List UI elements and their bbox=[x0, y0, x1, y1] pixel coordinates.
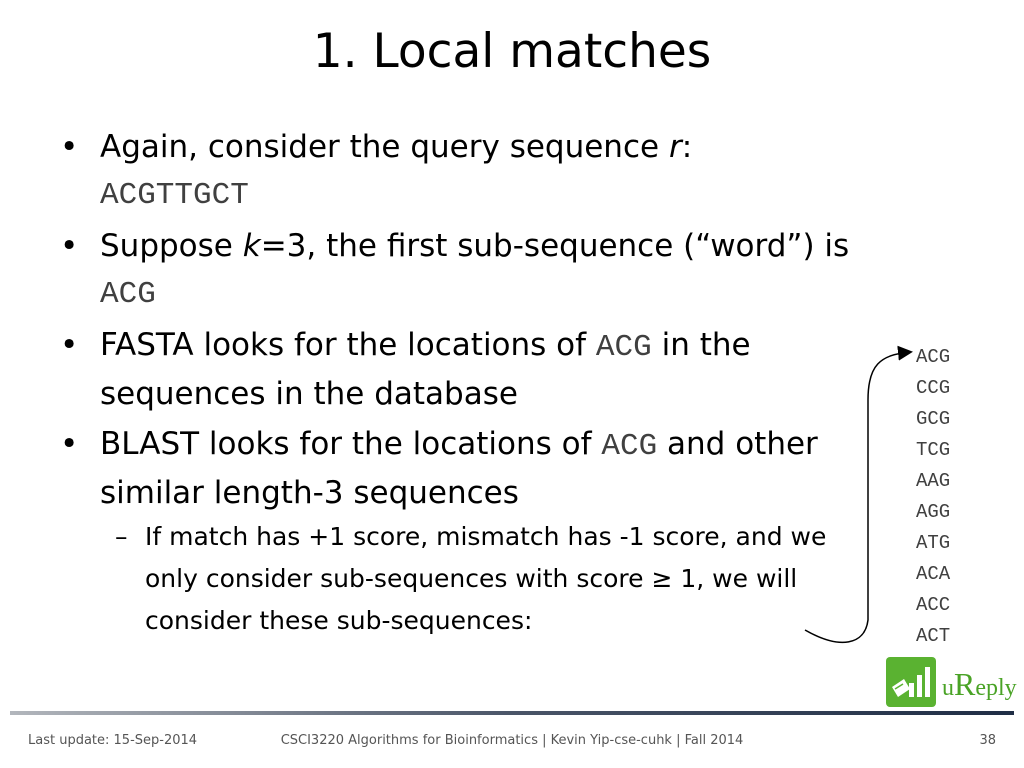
colon: : bbox=[681, 129, 693, 165]
bullet-marker: • bbox=[60, 129, 79, 165]
bullet-marker: • bbox=[60, 327, 79, 363]
bullet-fasta-pre: FASTA looks for the locations of bbox=[100, 327, 596, 363]
bullet-marker: • bbox=[60, 228, 79, 264]
sequence-item: ACG bbox=[916, 346, 951, 368]
sequence-item: ACC bbox=[916, 594, 951, 616]
ureply-logo[interactable]: uReply bbox=[886, 657, 1022, 709]
sequence-item: GCG bbox=[916, 408, 951, 430]
sequence-item: ACT bbox=[916, 625, 951, 647]
footer-course-info: CSCI3220 Algorithms for Bioinformatics |… bbox=[280, 733, 744, 748]
bullet-blast-pre: BLAST looks for the locations of bbox=[100, 426, 602, 462]
sequence-item: AAG bbox=[916, 470, 951, 492]
word-sequence: ACG bbox=[100, 277, 156, 312]
sequence-item: CCG bbox=[916, 377, 951, 399]
var-k: k bbox=[242, 228, 261, 264]
bullet-fasta-post: in the sequences in the database bbox=[100, 327, 751, 412]
sequence-item: ATG bbox=[916, 532, 951, 554]
sub-bullet-post: 1, we will consider these sub-sequences: bbox=[145, 564, 798, 635]
blast-sequence: ACG bbox=[601, 429, 658, 464]
bullet-word-pre: Suppose bbox=[100, 228, 243, 264]
sub-bullet-list: – If match has +1 score, mismatch has -1… bbox=[100, 516, 880, 642]
ureply-icon bbox=[886, 657, 936, 707]
sub-bullet-text: If match has +1 score, mismatch has -1 s… bbox=[145, 522, 827, 593]
bullet-blast: • BLAST looks for the locations of ACG a… bbox=[60, 421, 880, 642]
footer-divider bbox=[10, 711, 1014, 715]
sub-bullet-score: – If match has +1 score, mismatch has -1… bbox=[100, 516, 845, 642]
sequence-item: ACA bbox=[916, 563, 951, 585]
page-number: 38 bbox=[979, 733, 996, 748]
fasta-sequence: ACG bbox=[595, 330, 652, 365]
bullet-query: • Again, consider the query sequence r: … bbox=[60, 124, 880, 219]
var-r: r bbox=[668, 129, 682, 165]
geq-symbol: ≥ bbox=[651, 564, 673, 593]
bullet-fasta: • FASTA looks for the locations of ACG i… bbox=[60, 322, 880, 417]
bullet-blast-post: and other similar length-3 sequences bbox=[100, 426, 818, 511]
dash-marker: – bbox=[115, 522, 128, 551]
slide-title: 1. Local matches bbox=[312, 24, 712, 79]
bullet-query-text: Again, consider the query sequence bbox=[100, 129, 669, 165]
ureply-wordmark: uReply bbox=[942, 666, 1017, 702]
footer-last-update: Last update: 15-Sep-2014 bbox=[28, 733, 198, 748]
curved-arrow bbox=[804, 345, 913, 644]
sequence-list: ACG CCG GCG TCG AAG AGG ATG ACA ACC ACT bbox=[916, 342, 950, 652]
sequence-item: TCG bbox=[916, 439, 951, 461]
bullet-marker: • bbox=[60, 426, 79, 462]
bullet-word-mid: =3, the first sub-sequence (“word”) is bbox=[260, 228, 850, 264]
bullet-list: • Again, consider the query sequence r: … bbox=[60, 124, 880, 646]
bullet-word: • Suppose k=3, the first sub-sequence (“… bbox=[60, 223, 880, 318]
query-sequence: ACGTTGCT bbox=[100, 178, 249, 213]
sequence-item: AGG bbox=[916, 501, 951, 523]
